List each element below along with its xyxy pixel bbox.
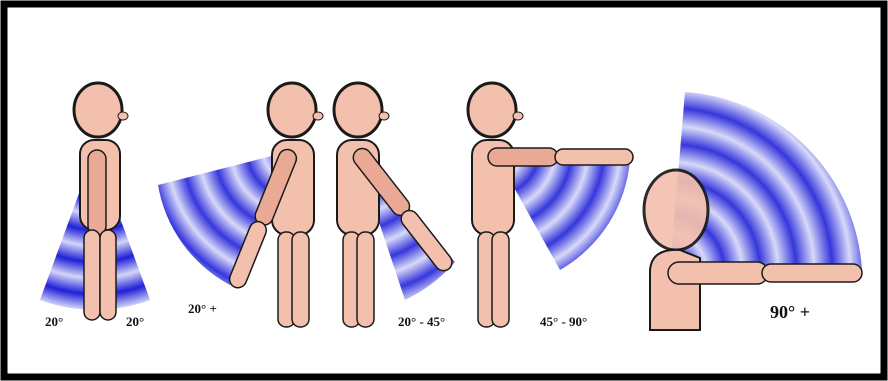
head xyxy=(468,83,516,137)
angle-label: 20° + xyxy=(188,301,217,316)
head xyxy=(74,83,122,137)
angle-label: 45° - 90° xyxy=(540,314,587,329)
head xyxy=(334,83,382,137)
head xyxy=(644,170,708,250)
angle-label-left: 20° xyxy=(45,314,63,329)
angle-label: 90° + xyxy=(770,302,810,322)
head xyxy=(268,83,316,137)
angle-label: 20° - 45° xyxy=(398,314,445,329)
angle-label-right: 20° xyxy=(126,314,144,329)
